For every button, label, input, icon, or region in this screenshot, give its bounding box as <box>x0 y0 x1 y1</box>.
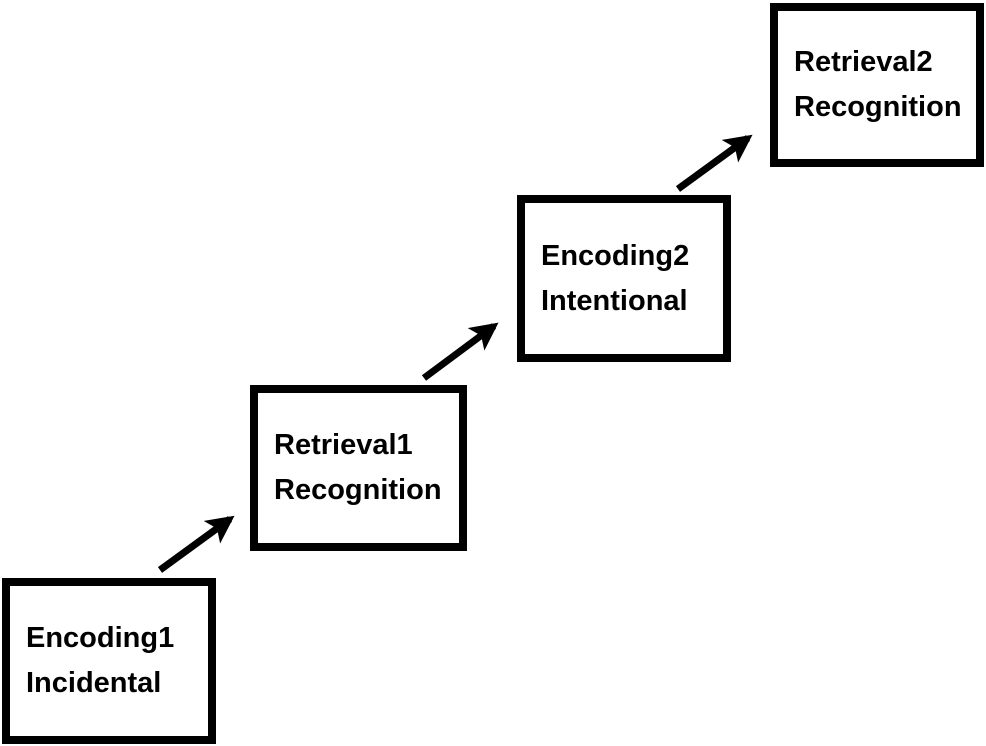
arrow-encoding1-to-retrieval1 <box>157 515 235 573</box>
arrow-encoding2-to-retrieval2 <box>675 134 753 192</box>
box-retrieval2: Retrieval2 Recognition <box>770 3 984 167</box>
arrow-retrieval1-to-encoding2 <box>421 322 499 381</box>
box-retrieval1: Retrieval1 Recognition <box>250 385 467 551</box>
box-retrieval2-line1: Retrieval2 <box>794 46 933 78</box>
box-encoding1-line1: Encoding1 <box>26 622 175 654</box>
box-retrieval1-line1: Retrieval1 <box>274 429 413 461</box>
box-retrieval1-line2: Recognition <box>274 474 442 506</box>
box-encoding2: Encoding2 Intentional <box>517 195 731 362</box>
box-retrieval2-line2: Recognition <box>794 91 962 123</box>
box-encoding1: Encoding1 Incidental <box>2 578 216 744</box>
box-encoding2-line2: Intentional <box>541 284 688 317</box>
box-encoding2-line1: Encoding2 <box>541 239 690 272</box>
box-encoding1-line2: Incidental <box>26 667 162 699</box>
